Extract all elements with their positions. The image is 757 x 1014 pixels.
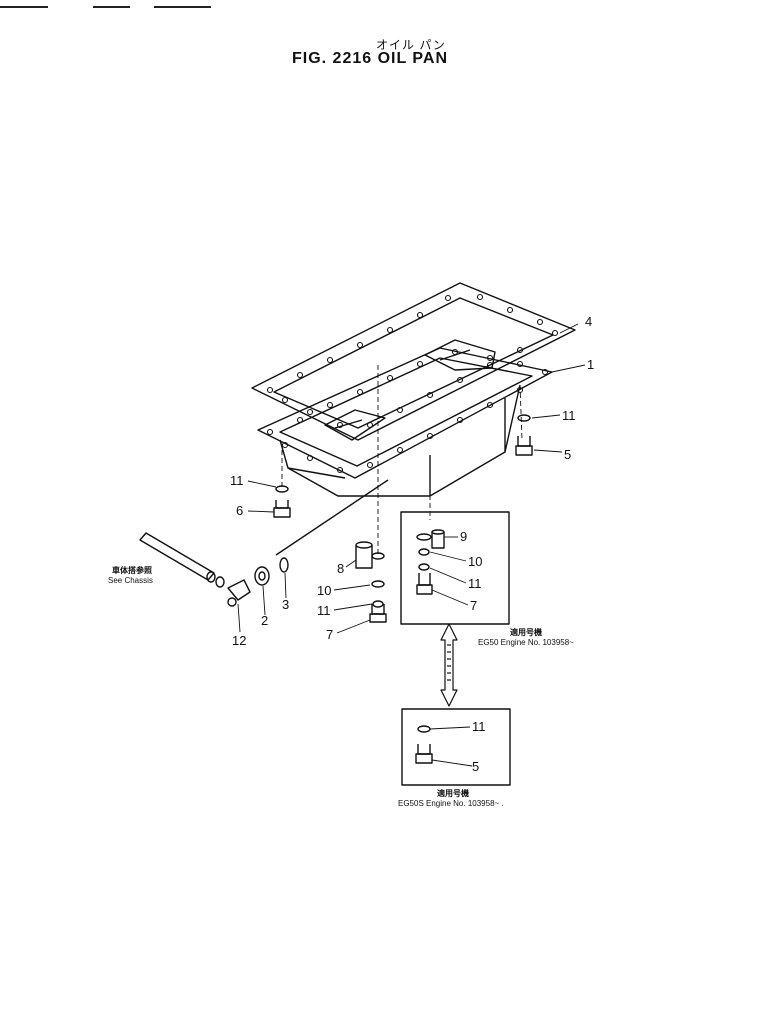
- callout-2: 2: [261, 613, 269, 628]
- upper-box-note: EG50 Engine No. 103958~: [478, 638, 574, 647]
- callout-4: 4: [585, 314, 593, 329]
- chassis-note: See Chassis: [108, 576, 153, 585]
- callout-11: 11: [317, 603, 331, 618]
- gasket-part-4: [251, 282, 576, 441]
- callout-8: 8: [337, 561, 345, 576]
- cover-part-8: [355, 541, 385, 569]
- interchange-arrow: [440, 623, 458, 707]
- callout-9: 9: [460, 529, 468, 544]
- washer-part-11-left: [275, 485, 289, 493]
- callout-5-lower-box: 5: [472, 759, 480, 774]
- gasket-bolt-holes: [266, 293, 559, 429]
- callout-11-left: 11: [230, 473, 244, 488]
- plug-part-2: [254, 566, 270, 586]
- header-rule-1: [0, 6, 48, 8]
- callout-11-box: 11: [468, 576, 482, 591]
- callout-1: 1: [587, 357, 595, 372]
- bolt-part-7: [369, 604, 387, 623]
- inset-box-upper: [400, 511, 510, 625]
- callout-10: 10: [317, 583, 332, 598]
- bolt-part-6: [273, 500, 291, 518]
- washer-part-11-right: [517, 414, 531, 422]
- chassis-note-jp: 車体搭参照: [112, 566, 152, 575]
- callout-6: 6: [236, 503, 244, 518]
- bolt-part-5-right: [515, 436, 533, 456]
- figure-title-jp: オイル パン: [376, 38, 446, 52]
- callout-5-right: 5: [564, 447, 572, 462]
- elbow-part-12: [215, 576, 251, 607]
- callout-7: 7: [326, 627, 334, 642]
- inset-lower-parts: [415, 725, 433, 764]
- callout-10-box: 10: [468, 554, 483, 569]
- callout-7-box: 7: [470, 598, 478, 613]
- drain-pipe: [139, 479, 389, 583]
- header-rule-2: [93, 6, 130, 8]
- callout-3: 3: [282, 597, 290, 612]
- header-rule-3: [154, 6, 211, 8]
- inset-upper-parts: [416, 529, 445, 595]
- washer-part-11: [372, 600, 384, 608]
- callout-12: 12: [232, 633, 247, 648]
- lower-box-note: EG50S Engine No. 103958~ .: [398, 799, 504, 808]
- leader-lines: [237, 323, 586, 767]
- o-ring-part-3: [279, 557, 289, 573]
- inset-box-lower: [401, 708, 511, 786]
- callout-11-lower-box: 11: [472, 719, 486, 734]
- upper-box-note-jp: 適用号機: [510, 628, 542, 637]
- figure-title: FIG. 2216 OIL PAN: [292, 50, 449, 67]
- lower-box-note-jp: 適用号機: [437, 789, 469, 798]
- washer-part-10: [371, 580, 385, 588]
- callout-11-right: 11: [562, 408, 576, 423]
- assembly-lines: [281, 365, 523, 555]
